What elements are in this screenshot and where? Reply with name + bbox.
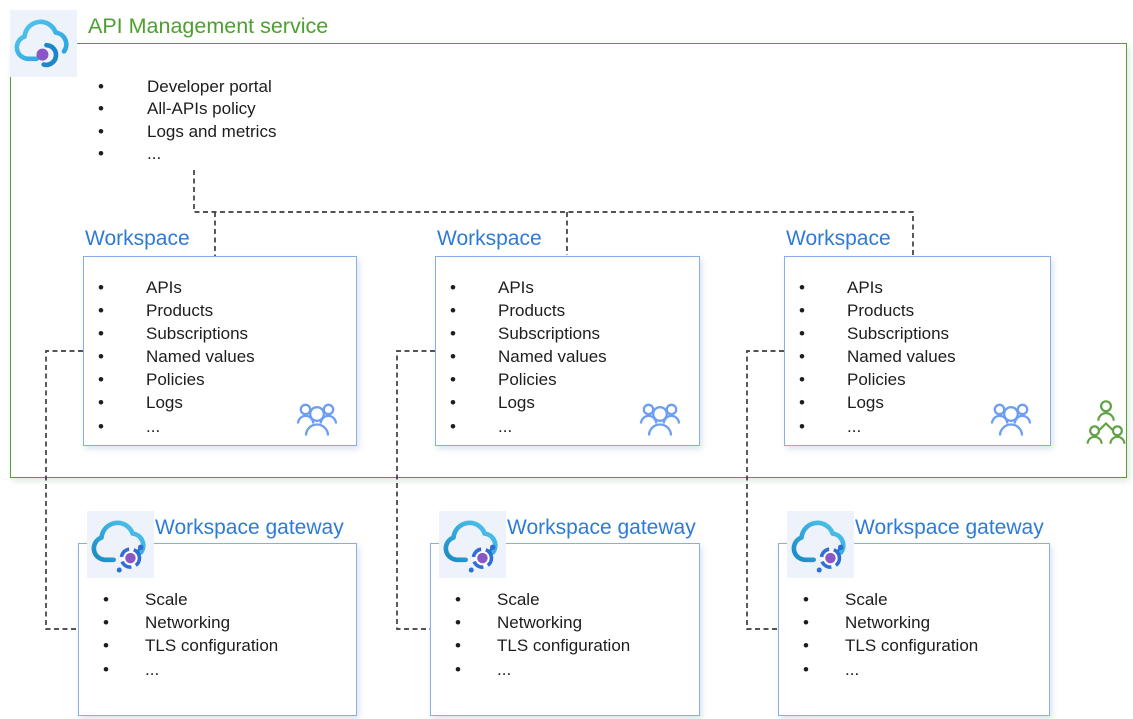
- service-feature-item: Logs and metrics: [98, 121, 276, 144]
- workspace-feature-item: Logs: [450, 391, 607, 414]
- workspace-feature-item: Products: [799, 299, 956, 322]
- workspace-gateway-title: Workspace gateway: [155, 516, 344, 539]
- workspace-feature-item: APIs: [450, 276, 607, 299]
- api-management-icon: [10, 10, 77, 77]
- gateway-feature-item: TLS configuration: [803, 634, 978, 657]
- workspace-feature-item: Products: [450, 299, 607, 322]
- gateway-feature-list: ScaleNetworkingTLS configuration...: [455, 588, 630, 681]
- gateway-feature-list: ScaleNetworkingTLS configuration...: [103, 588, 278, 681]
- workspace-feature-item: Products: [98, 299, 255, 322]
- workspace-title: Workspace: [786, 227, 891, 250]
- workspace-feature-item: ...: [799, 415, 956, 438]
- workspace-feature-item: APIs: [799, 276, 956, 299]
- service-feature-item: ...: [98, 143, 276, 166]
- workspace-feature-item: Subscriptions: [799, 322, 956, 345]
- workspace-feature-list: APIsProductsSubscriptionsNamed valuesPol…: [799, 276, 956, 438]
- gateway-icon: [787, 511, 854, 578]
- gateway-feature-item: Networking: [803, 611, 978, 634]
- org-people-icon: [1086, 400, 1126, 444]
- workspace-feature-item: Named values: [799, 345, 956, 368]
- workspace-feature-item: APIs: [98, 276, 255, 299]
- workspace-gateway-title: Workspace gateway: [507, 516, 696, 539]
- workspace-feature-item: Subscriptions: [450, 322, 607, 345]
- people-group-icon: [296, 403, 338, 436]
- gateway-feature-item: ...: [103, 658, 278, 681]
- service-feature-list: Developer portalAll-APIs policyLogs and …: [98, 76, 276, 165]
- gateway-feature-item: Scale: [455, 588, 630, 611]
- workspace-feature-list: APIsProductsSubscriptionsNamed valuesPol…: [450, 276, 607, 438]
- gateway-feature-item: Networking: [455, 611, 630, 634]
- gateway-cloud-icon: [91, 520, 146, 573]
- gateway-cloud-icon: [443, 520, 498, 573]
- gateway-feature-item: TLS configuration: [103, 634, 278, 657]
- workspace-feature-list: APIsProductsSubscriptionsNamed valuesPol…: [98, 276, 255, 438]
- gateway-feature-item: ...: [455, 658, 630, 681]
- gateway-icon: [87, 511, 154, 578]
- gateway-feature-list: ScaleNetworkingTLS configuration...: [803, 588, 978, 681]
- workspace-feature-item: Policies: [98, 368, 255, 391]
- service-feature-item: All-APIs policy: [98, 98, 276, 121]
- gateway-feature-item: Scale: [103, 588, 278, 611]
- gateway-feature-item: ...: [803, 658, 978, 681]
- workspace-gateway-title: Workspace gateway: [855, 516, 1044, 539]
- workspace-feature-item: Named values: [450, 345, 607, 368]
- workspace-feature-item: Logs: [799, 391, 956, 414]
- workspace-title: Workspace: [437, 227, 542, 250]
- gateway-icon: [439, 511, 506, 578]
- gateway-feature-item: Networking: [103, 611, 278, 634]
- workspace-feature-item: ...: [450, 415, 607, 438]
- service-feature-item: Developer portal: [98, 76, 276, 99]
- people-group-icon: [990, 403, 1032, 436]
- people-group-icon: [639, 403, 681, 436]
- gateway-feature-item: TLS configuration: [455, 634, 630, 657]
- workspace-title: Workspace: [85, 227, 190, 250]
- workspace-feature-item: Subscriptions: [98, 322, 255, 345]
- gateway-feature-item: Scale: [803, 588, 978, 611]
- workspace-feature-item: Policies: [799, 368, 956, 391]
- workspace-feature-item: Policies: [450, 368, 607, 391]
- workspace-feature-item: Named values: [98, 345, 255, 368]
- api-management-cloud-icon: [14, 19, 69, 68]
- api-management-service-title: API Management service: [88, 14, 329, 38]
- gateway-cloud-icon: [791, 520, 846, 573]
- workspace-feature-item: Logs: [98, 391, 255, 414]
- workspace-feature-item: ...: [98, 415, 255, 438]
